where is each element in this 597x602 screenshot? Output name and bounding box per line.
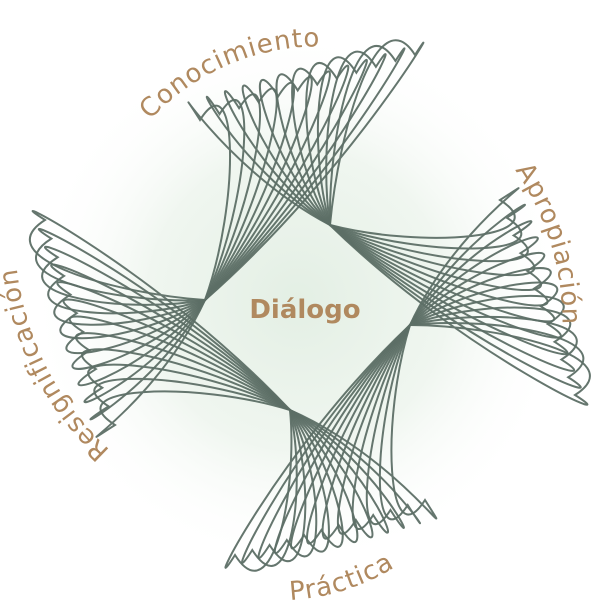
loop-top — [204, 39, 425, 301]
loop-left — [47, 263, 291, 411]
loop-right — [329, 224, 552, 326]
loop-bottom — [224, 324, 411, 572]
loop-bottom — [289, 324, 422, 525]
loop-right — [329, 224, 565, 339]
loop-bottom — [241, 324, 411, 567]
loop-bottom — [289, 324, 438, 520]
loop-top — [204, 44, 406, 301]
loop-left — [35, 227, 291, 411]
loop-left — [65, 299, 291, 411]
loop-right — [329, 224, 572, 356]
loop-left — [83, 299, 291, 411]
loop-left — [89, 299, 291, 421]
loop-top — [204, 90, 331, 301]
loop-left — [77, 299, 291, 411]
loop-bottom — [289, 324, 411, 543]
loop-right — [329, 220, 533, 326]
loop-bottom — [289, 324, 411, 539]
loop-bottom — [257, 324, 411, 563]
loop-left — [71, 299, 291, 411]
loop-right — [329, 224, 578, 372]
loop-bottom — [273, 324, 411, 558]
loop-left — [53, 281, 291, 411]
loop-top — [204, 73, 331, 301]
loop-top — [204, 84, 331, 301]
background-glow — [28, 30, 568, 570]
loop-bottom — [289, 324, 411, 529]
loop-top — [204, 56, 368, 301]
loop-right — [329, 224, 546, 326]
loop-top — [204, 62, 350, 301]
loop-left — [41, 245, 291, 411]
loop-top — [204, 67, 331, 301]
loop-left — [28, 210, 291, 411]
loop-bottom — [289, 324, 411, 548]
loop-top — [204, 50, 387, 301]
loop-bottom — [289, 324, 411, 534]
center-label-dialogo: Diálogo — [249, 295, 360, 325]
loop-right — [329, 224, 585, 389]
loop-top — [204, 78, 331, 301]
spirograph-loops — [28, 39, 591, 572]
loop-top — [204, 95, 331, 301]
loop-left — [95, 299, 291, 438]
loop-right — [329, 224, 591, 406]
loop-right — [329, 187, 520, 326]
loop-right — [329, 224, 539, 326]
loop-right — [329, 203, 526, 326]
